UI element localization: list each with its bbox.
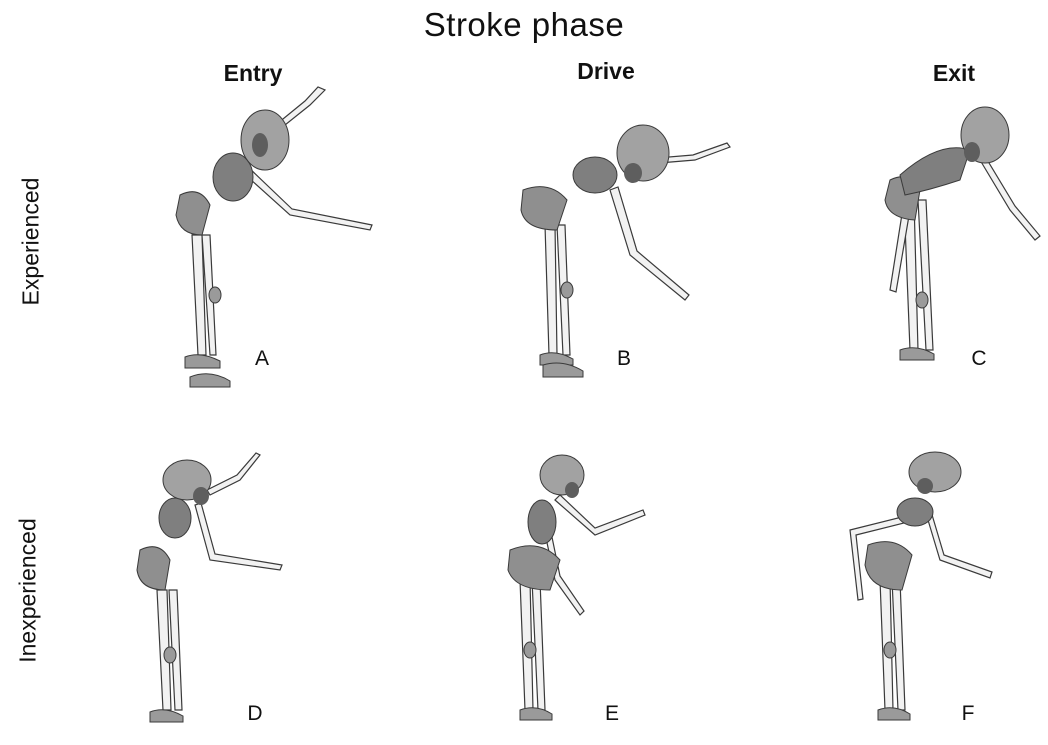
- panel-label-a: A: [255, 347, 269, 371]
- panel-b-skeleton: [495, 115, 795, 405]
- column-header-entry: Entry: [224, 60, 283, 87]
- panel-label-c: C: [971, 347, 986, 371]
- row-header-experienced: Experienced: [18, 177, 45, 307]
- panel-a-skeleton: [140, 85, 440, 375]
- panel-c-skeleton: [860, 100, 1048, 390]
- panel-e-skeleton: [500, 450, 800, 740]
- skeleton-figure-f: [840, 450, 1048, 740]
- column-header-exit: Exit: [933, 60, 975, 87]
- column-header-drive: Drive: [577, 58, 635, 85]
- skeleton-figure-b: [495, 115, 795, 405]
- panel-label-b: B: [617, 347, 631, 371]
- skeleton-figure-a: [140, 85, 440, 375]
- panel-f-skeleton: [840, 450, 1048, 740]
- skeleton-figure-e: [500, 450, 800, 740]
- skeleton-figure-c: [860, 100, 1048, 390]
- figure-title: Stroke phase: [0, 6, 1048, 44]
- panel-label-d: D: [247, 702, 262, 726]
- row-header-inexperienced: Inexperienced: [15, 516, 42, 666]
- panel-label-f: F: [962, 702, 975, 726]
- skeleton-figure-d: [125, 450, 425, 740]
- panel-label-e: E: [605, 702, 619, 726]
- panel-d-skeleton: [125, 450, 425, 740]
